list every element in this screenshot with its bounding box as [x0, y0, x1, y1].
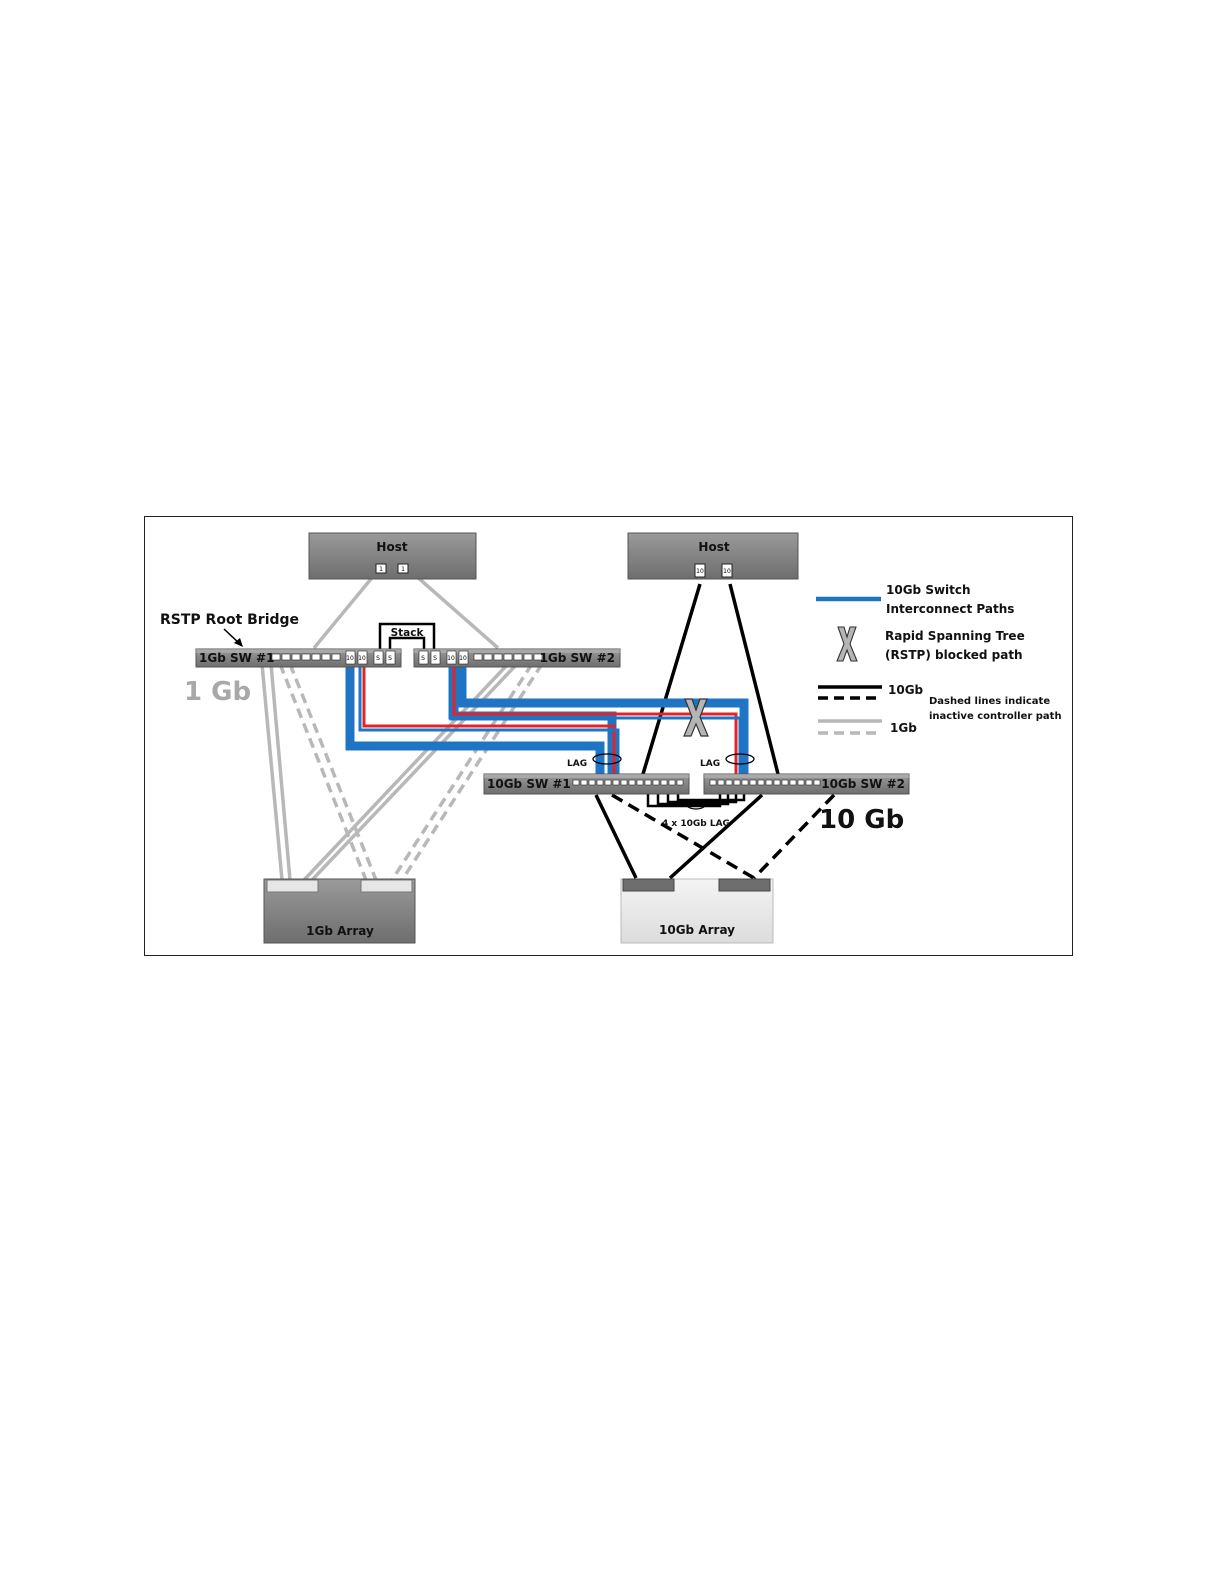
svg-text:10: 10 — [447, 655, 455, 662]
svg-text:10: 10 — [358, 655, 366, 662]
legend-dashed-line1: Dashed lines indicate — [929, 696, 1050, 707]
switch-1gb-2: S S 10 10 1Gb SW #2 — [414, 649, 620, 667]
svg-text:1: 1 — [379, 566, 383, 573]
switch-1gb-2-label: 1Gb SW #2 — [540, 651, 615, 665]
stack-label: Stack — [391, 627, 425, 639]
lag-left-label: LAG — [567, 759, 587, 769]
legend-1gb-label: 1Gb — [890, 721, 917, 735]
cables-10gb — [596, 584, 834, 878]
lag-right-label: LAG — [700, 759, 720, 769]
switch-10gb-1: 10Gb SW #1 — [484, 774, 689, 794]
svg-text:10: 10 — [696, 568, 704, 575]
switch-10gb-2-label: 10Gb SW #2 — [821, 777, 905, 791]
svg-text:S: S — [388, 655, 392, 662]
array-1gb: 1Gb Array — [264, 879, 415, 943]
host-right: Host 10 10 — [628, 533, 798, 579]
svg-text:10: 10 — [459, 655, 467, 662]
svg-text:S: S — [376, 655, 380, 662]
switch-1gb-1: 1Gb SW #1 10 10 S S — [196, 649, 401, 667]
switch-10gb-2: 10Gb SW #2 — [704, 774, 909, 794]
host-left-label: Host — [376, 540, 407, 554]
array-10gb-controller-1 — [623, 879, 674, 891]
array-1gb-label: 1Gb Array — [306, 924, 374, 938]
array-10gb: 10Gb Array — [621, 879, 773, 943]
svg-text:S: S — [421, 655, 425, 662]
svg-text:1: 1 — [401, 566, 405, 573]
legend: 10Gb Switch Interconnect Paths Rapid Spa… — [816, 583, 1062, 735]
legend-interconnect-line2: Interconnect Paths — [886, 602, 1014, 616]
svg-text:10: 10 — [346, 655, 354, 662]
rstp-root-label: RSTP Root Bridge — [160, 612, 299, 628]
network-diagram: Host 1 1 Host 10 10 RSTP Root Bridge Sta… — [144, 516, 1073, 956]
array-1gb-controller-1 — [267, 880, 318, 892]
array-10gb-label: 10Gb Array — [659, 923, 735, 937]
switch-1gb-1-label: 1Gb SW #1 — [199, 651, 274, 665]
legend-blocked-x-icon — [837, 627, 857, 661]
array-1gb-controller-2 — [361, 880, 412, 892]
legend-dashed-line2: inactive controller path — [929, 711, 1062, 722]
switch-10gb-1-label: 10Gb SW #1 — [487, 777, 571, 791]
cables-1gb — [262, 568, 542, 880]
label-10gb: 10 Gb — [819, 805, 904, 835]
legend-rstp-line1: Rapid Spanning Tree — [885, 629, 1025, 643]
svg-text:S: S — [433, 655, 437, 662]
legend-interconnect-line1: 10Gb Switch — [886, 583, 971, 597]
stack-link: Stack — [380, 624, 434, 650]
legend-10gb-label: 10Gb — [888, 683, 924, 697]
label-1gb: 1 Gb — [184, 677, 251, 707]
lag-4x10gb-label: 4 x 10Gb LAG — [662, 819, 730, 829]
interconnect-paths — [350, 664, 744, 778]
host-right-label: Host — [698, 540, 729, 554]
svg-text:10: 10 — [723, 568, 731, 575]
host-left: Host 1 1 — [309, 533, 476, 579]
legend-rstp-line2: (RSTP) blocked path — [885, 648, 1023, 662]
array-10gb-controller-2 — [719, 879, 770, 891]
